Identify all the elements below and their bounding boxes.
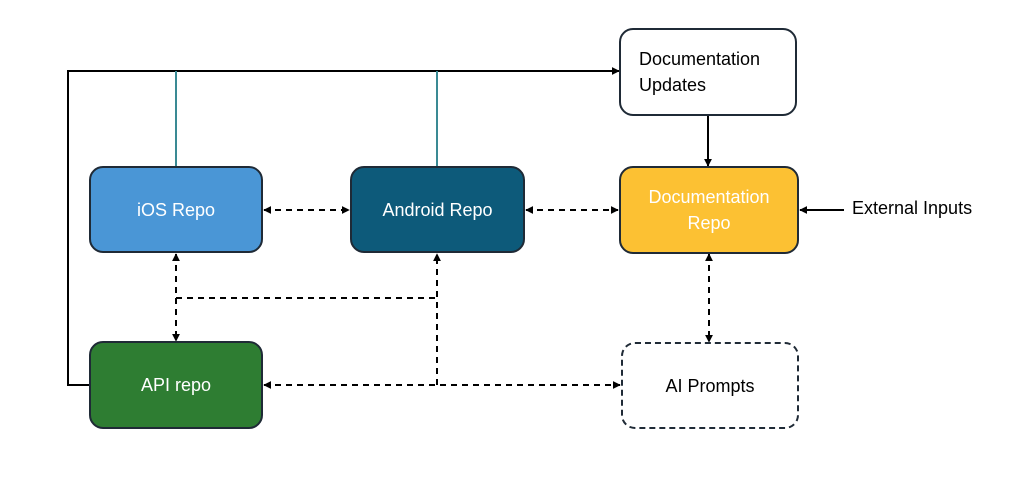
- ai-prompts-label: AI Prompts: [665, 375, 755, 396]
- external-inputs-label: External Inputs: [852, 198, 973, 218]
- ios-repo-label: iOS Repo: [136, 199, 216, 220]
- ios-repo-node[interactable]: iOS Repo: [89, 166, 263, 253]
- android-repo-label: Android Repo: [382, 199, 493, 220]
- api-repo-node[interactable]: API repo: [89, 341, 263, 429]
- doc-repo-node[interactable]: Documentation Repo: [619, 166, 799, 254]
- ai-prompts-node[interactable]: AI Prompts: [621, 342, 799, 429]
- api-repo-label: API repo: [140, 375, 212, 395]
- android-repo-node[interactable]: Android Repo: [350, 166, 525, 253]
- doc-repo-label: Documentation Repo: [648, 187, 770, 233]
- api-to-doc-updates-connector: [67, 67, 620, 386]
- doc-updates-node[interactable]: Documentation Updates: [619, 28, 797, 116]
- doc-updates-label: Documentation Updates: [639, 49, 761, 95]
